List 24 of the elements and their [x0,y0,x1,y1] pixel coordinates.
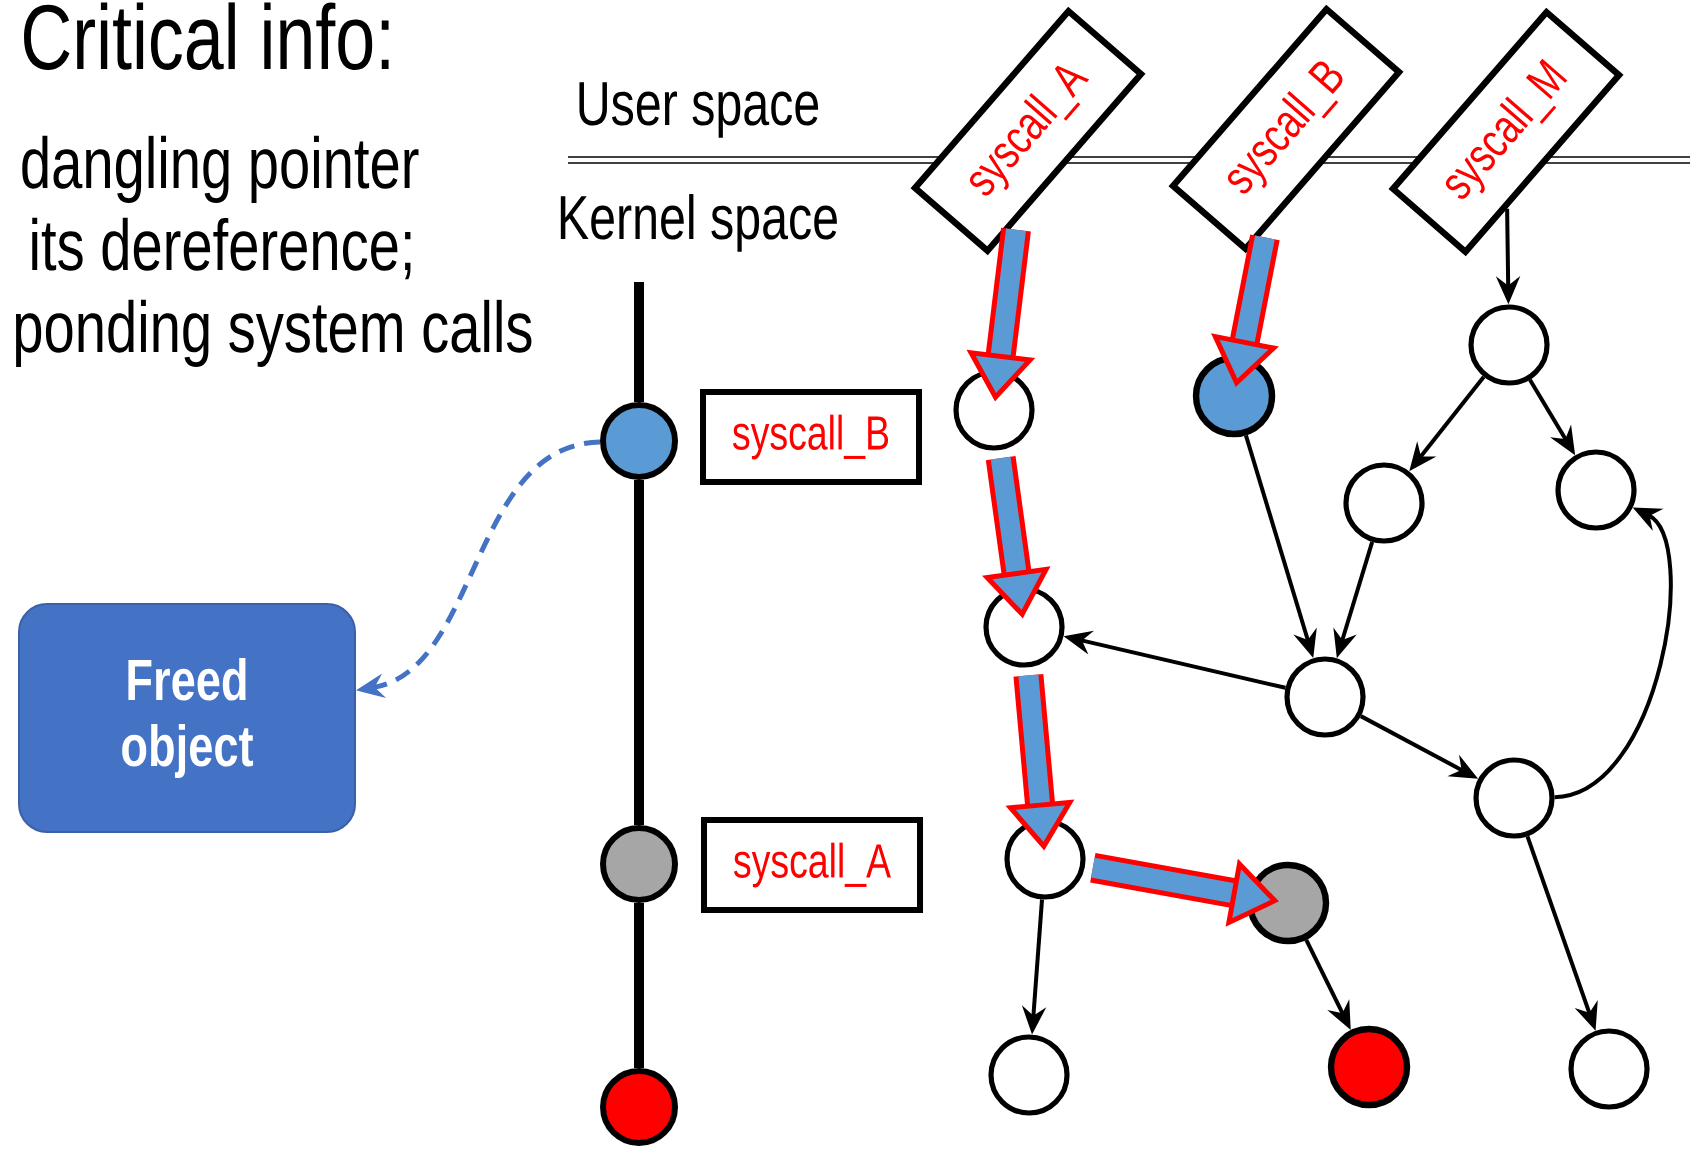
graph-node [1568,1028,1650,1110]
graph-node [1327,1025,1411,1109]
timeline-line [634,282,644,402]
region-label: User space [579,82,819,138]
text-line: its dereference; [32,217,411,280]
graph-node [1473,757,1555,839]
graph-node [1284,656,1366,738]
text-line: ponding system calls [15,299,532,367]
event-dot [600,1068,678,1146]
timeline-line [634,903,644,1068]
syscall-box: syscall_A [701,817,923,913]
graph-node [1555,449,1637,531]
timeline-line [634,480,644,825]
event-dot [600,825,678,903]
syscall-box: syscall_B [700,389,922,485]
arrow [1554,507,1673,800]
graph-node [988,1034,1070,1116]
heading: Critical info: [24,2,389,70]
region-label: Kernel space [560,194,837,252]
graph-node [1468,304,1550,386]
object-box: Freed object [18,603,356,833]
text-line: dangling pointer [22,135,419,203]
event-dot [600,402,678,480]
graph-node [1343,462,1425,544]
